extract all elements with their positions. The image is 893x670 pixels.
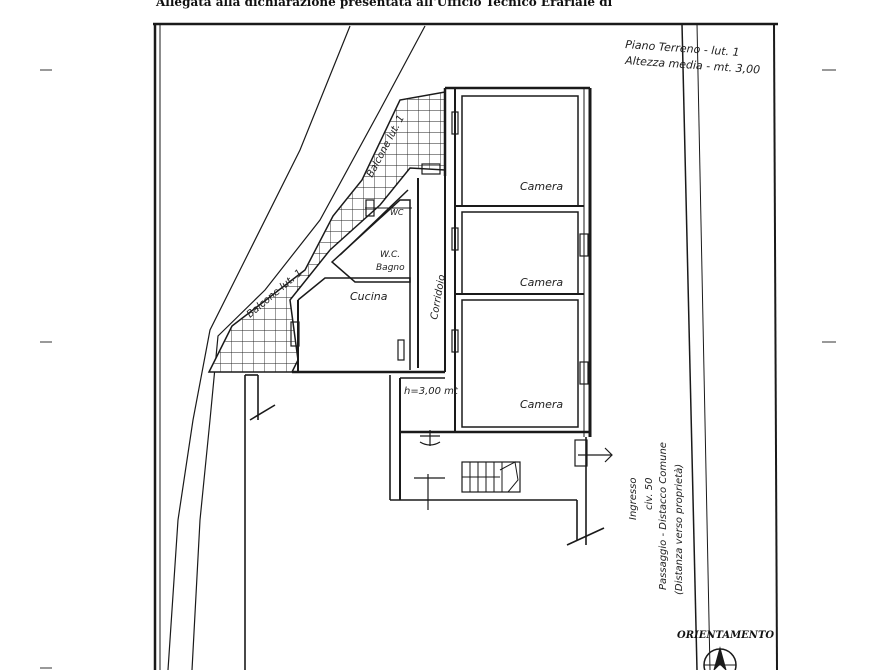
stairs: [461, 461, 521, 493]
compass-icon: [703, 646, 737, 670]
note-ingresso: Ingresso: [628, 478, 639, 520]
registration-marks: [40, 69, 836, 669]
orientation-label: ORIENTAMENTO: [677, 630, 774, 641]
sheet-frame: [153, 22, 778, 670]
room-label-wc-bagno-1: W.C.: [380, 250, 400, 260]
street-strip: [681, 23, 711, 670]
room-label-wc-bagno-2: Bagno: [376, 263, 405, 273]
room-label-camera-top: Camera: [520, 180, 563, 193]
building-walls: [292, 86, 592, 437]
note-distanza: (Distanza verso proprietà): [673, 464, 685, 595]
height-label: Altezza media - mt. 3,00: [624, 54, 761, 76]
road-lines: [167, 25, 426, 670]
height-note: h=3,00 mt: [404, 386, 459, 397]
openings: [290, 111, 613, 510]
room-label-camera-mid: Camera: [520, 276, 563, 289]
header-text: Allegata alla dichiarazione presentata a…: [155, 0, 613, 9]
plot-boundary: [244, 374, 605, 670]
room-partitions: [297, 95, 590, 500]
room-label-camera-bottom: Camera: [520, 398, 563, 411]
note-passaggio: Passaggio - Distacco Comune: [658, 442, 669, 590]
room-label-cucina: Cucina: [350, 290, 388, 303]
note-civico: civ. 50: [644, 478, 655, 510]
room-label-wc: WC: [390, 208, 404, 217]
